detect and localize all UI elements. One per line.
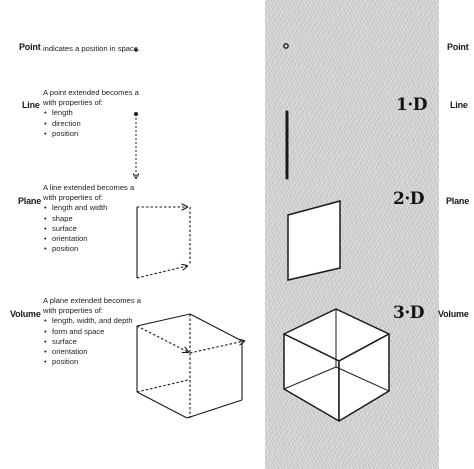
list-item: length, width, and depth <box>43 316 141 326</box>
panel-plane <box>287 200 341 281</box>
list-item: surface <box>43 224 134 234</box>
point-dot <box>134 48 138 52</box>
list-item: form and space <box>43 327 141 337</box>
right-label-line: Line <box>450 100 468 110</box>
desc-point-intro: indicates a position in space. <box>43 44 141 53</box>
right-label-volume: Volume <box>438 309 469 319</box>
panel-point-dot <box>283 43 289 49</box>
label-line: Line <box>22 100 40 110</box>
desc-plane: A line extended becomes a with propertie… <box>43 183 135 255</box>
line-figure <box>134 112 138 178</box>
desc-point: indicates a position in space. <box>43 44 140 54</box>
dimension-3d: 3·D <box>393 303 425 323</box>
list-item: position <box>43 357 141 367</box>
desc-line: A point extended becomes a with properti… <box>43 88 139 139</box>
right-label-plane: Plane <box>446 196 470 206</box>
right-label-point: Point <box>447 42 469 52</box>
dimension-2d: 2·D <box>393 189 425 209</box>
list-item: orientation <box>43 347 141 357</box>
list-item: position <box>43 129 139 139</box>
label-plane: Plane <box>18 196 42 206</box>
list-item: surface <box>43 337 141 347</box>
plane-figure <box>136 207 191 279</box>
list-item: shape <box>43 214 134 224</box>
list-item: position <box>43 244 134 254</box>
dimension-1d: 1·D <box>396 95 428 115</box>
list-item: direction <box>43 119 139 129</box>
list-item: orientation <box>43 234 134 244</box>
list-item: length and width <box>43 203 134 213</box>
list-item: length <box>43 108 139 118</box>
desc-plane-intro: A line extended becomes a with propertie… <box>43 183 135 203</box>
label-point: Point <box>19 42 41 52</box>
desc-volume: A plane extended becomes a with properti… <box>43 296 141 368</box>
panel-cube <box>283 308 390 422</box>
desc-volume-intro: A plane extended becomes a with properti… <box>43 296 141 316</box>
volume-figure <box>136 313 244 419</box>
label-volume: Volume <box>10 309 41 319</box>
desc-line-intro: A point extended becomes a with properti… <box>43 88 139 108</box>
